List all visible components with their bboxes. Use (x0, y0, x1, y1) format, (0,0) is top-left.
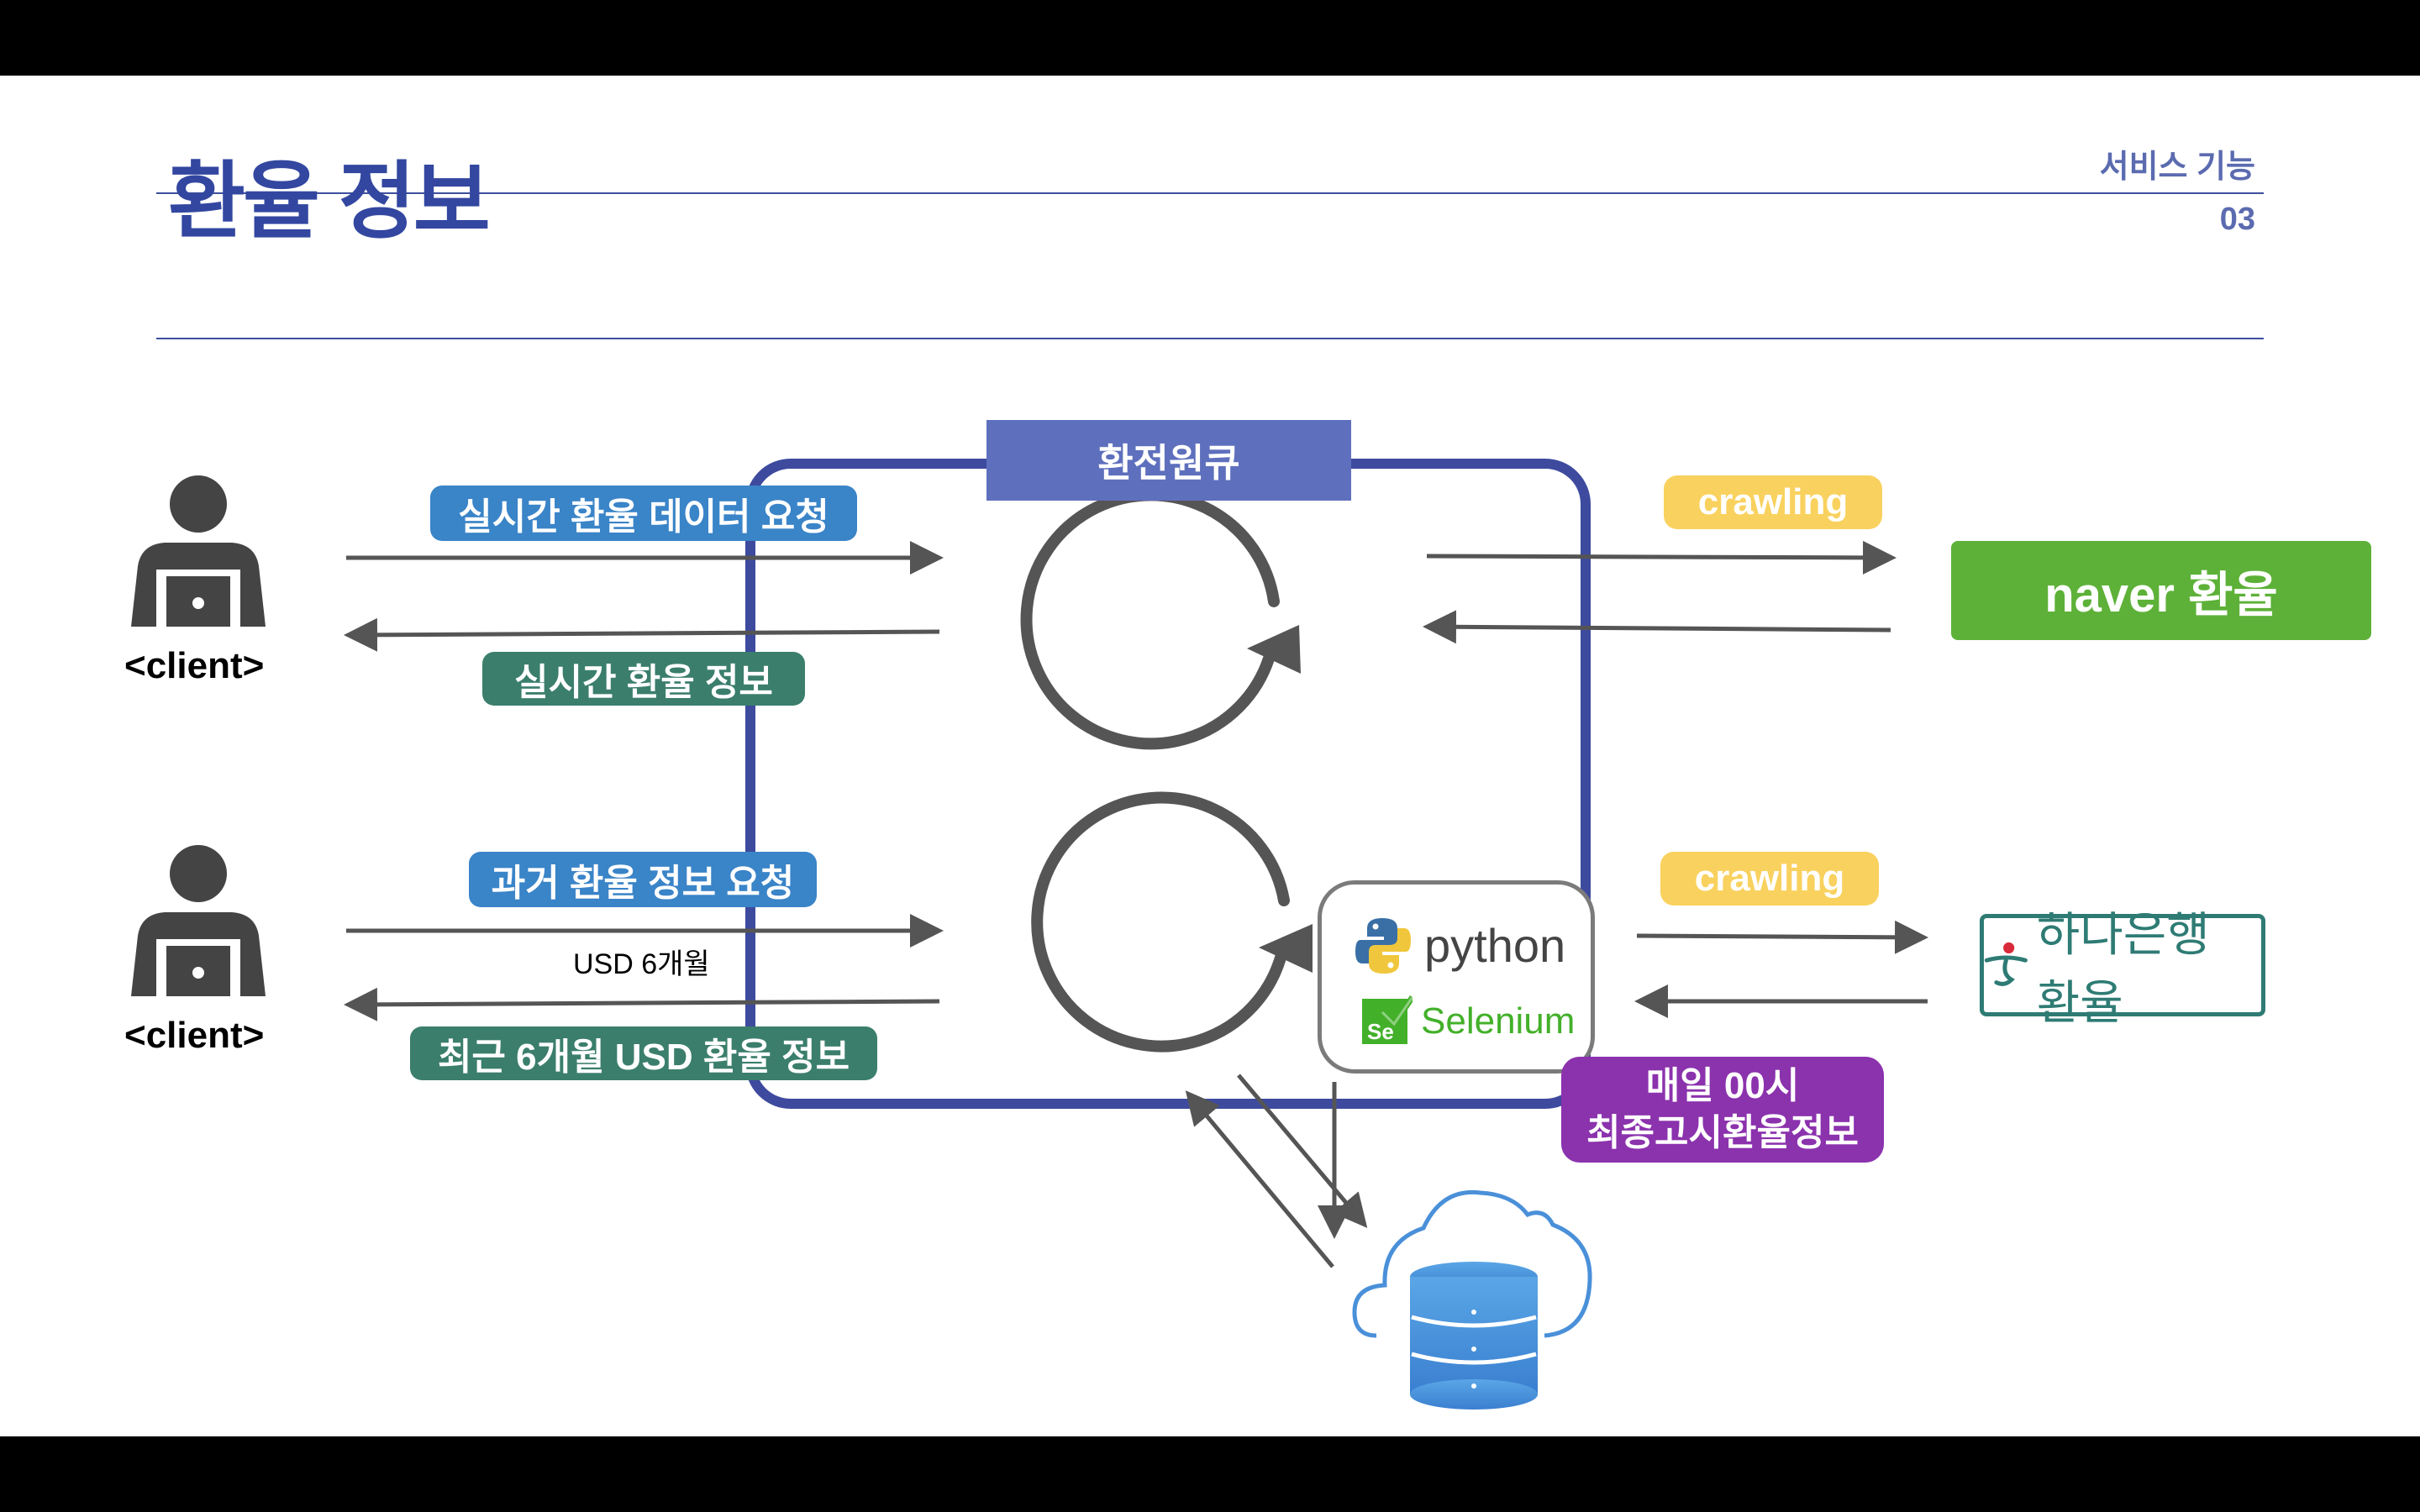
naver-source: naver 환율 (1951, 541, 2371, 640)
arrow-history-response (344, 987, 940, 1021)
arrow-naver-response (1423, 610, 1891, 644)
header-top-rule (156, 192, 2264, 194)
schedule-line2: 최종고시환율정보 (1586, 1112, 1859, 1153)
server-label: 환전원큐 (986, 420, 1351, 501)
crawling-pill: crawling (1664, 475, 1882, 529)
selenium-badge-text: Se (1367, 1019, 1394, 1044)
page-title: 환율 정보 (168, 155, 491, 249)
section-number: 03 (2219, 202, 2255, 237)
arrow-database-result (1185, 1090, 1334, 1268)
refresh-cycle-icon (1031, 791, 1313, 1053)
hana-bank-logo-icon (1984, 942, 2028, 986)
history-response-pill: 최근 6개월 USD 환율 정보 (410, 1026, 877, 1080)
schedule-line1: 매일 00시 (1645, 1065, 1800, 1106)
client-label: <client> (124, 645, 265, 686)
python-logo-icon (1355, 918, 1411, 974)
header-bottom-rule (156, 338, 2264, 339)
hana-source: 하나은행 환율 (1980, 908, 2265, 1029)
realtime-response-pill: 실시간 환율 정보 (482, 652, 805, 706)
arrow-query-database (1237, 1074, 1368, 1228)
arrow-crawl-naver (1426, 540, 1897, 575)
crawling-pill: crawling (1660, 852, 1879, 906)
section-label: 서비스 기능 (2099, 150, 2255, 185)
hana-label: 하나은행 환율 (2036, 908, 2210, 1029)
realtime-request-pill: 실시간 환율 데이터 요청 (430, 486, 857, 541)
slide (0, 76, 2420, 1436)
arrow-crawl-hana (1636, 920, 1928, 954)
section-indicator: 서비스 기능 03 (2100, 141, 2255, 245)
history-request-pill: 과거 환율 정보 요청 (469, 852, 817, 907)
selenium-logo-icon: Se (1362, 995, 1413, 1044)
client-label: <client> (124, 1015, 265, 1056)
refresh-cycle-icon (1020, 489, 1301, 750)
python-selenium-box: python Se Selenium (1318, 880, 1595, 1074)
cloud-database-icon (1352, 1189, 1592, 1410)
history-request-note: USD 6개월 (573, 948, 710, 980)
person-laptop-icon (131, 475, 266, 627)
python-label: python (1424, 919, 1566, 972)
person-laptop-icon (131, 845, 266, 996)
selenium-label: Selenium (1421, 1000, 1576, 1042)
schedule-badge: 매일 00시 최종고시환율정보 (1561, 1057, 1884, 1163)
arrow-realtime-response (344, 617, 940, 652)
